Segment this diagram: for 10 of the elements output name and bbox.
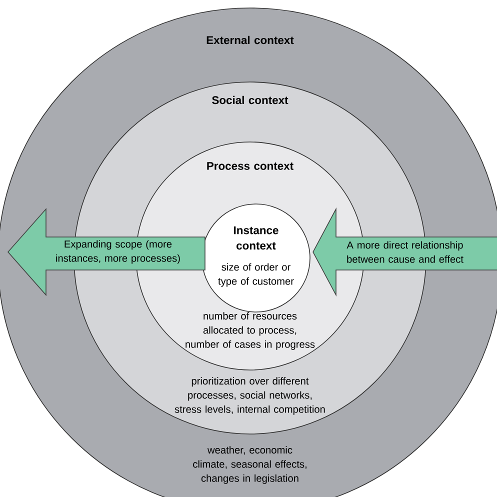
- context-examples: prioritization over different processes, social networks, stress levels, internal competition: [174, 377, 325, 415]
- context-heading: Social context: [212, 96, 288, 104]
- arrow-label: A more direct relationship between cause and effect: [346, 241, 464, 263]
- context-examples: size of order or type of customer: [218, 263, 294, 287]
- context-heading: External context: [206, 36, 294, 44]
- context-examples: weather, economic climate, seasonal effects, changes in legislation: [193, 446, 306, 484]
- context-examples: number of resources allocated to process, number of cases in progress: [186, 312, 315, 350]
- context-heading: Instance context: [234, 226, 278, 250]
- context-heading: Process context: [207, 162, 294, 170]
- arrow-label: Expanding scope (more instances, more processes): [56, 240, 180, 264]
